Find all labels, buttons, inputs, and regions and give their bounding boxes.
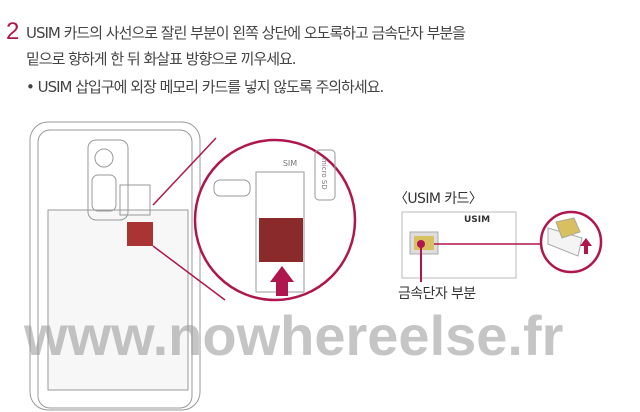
usim-card-title: 〈USIM 카드〉: [394, 191, 483, 207]
detail-arrow-icon: [580, 238, 592, 254]
step-note: • USIM 삽입구에 외장 메모리 카드를 넣지 않도록 주의하세요.: [26, 78, 384, 96]
sim-card-large: [259, 218, 303, 262]
step-text-line1: USIM 카드의 사선으로 잘린 부분이 왼쪽 상단에 오도록하고 금속단자 부…: [26, 24, 466, 42]
sd-slot-label: micro SD: [320, 158, 328, 190]
sim-card-small: [127, 222, 153, 246]
contact-label: 금속단자 부분: [398, 286, 476, 302]
step-number: 2: [6, 18, 20, 45]
watermark: www.nowhereelse.fr: [24, 304, 564, 367]
sim-slot-label: SIM: [283, 159, 297, 168]
step-text-line2: 밑으로 향하게 한 뒤 화살표 방향으로 끼우세요.: [26, 50, 297, 68]
insert-arrow-icon: [270, 266, 294, 296]
usim-card-label: USIM: [464, 215, 491, 225]
phone-back: [29, 121, 201, 411]
